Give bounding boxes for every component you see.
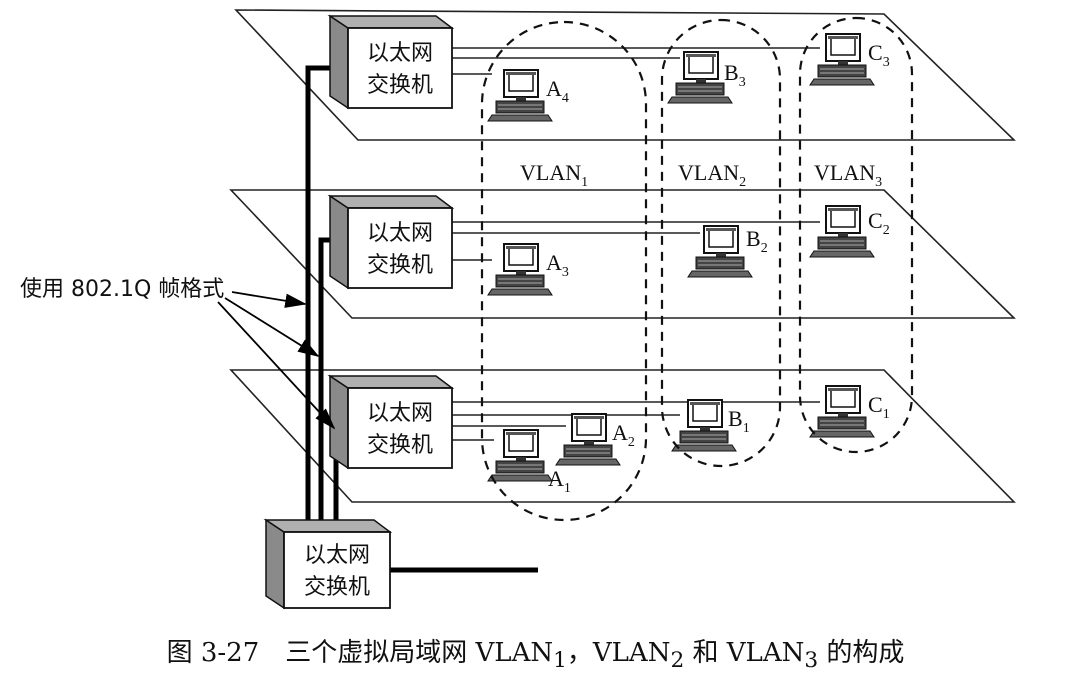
floor-middle-links bbox=[450, 221, 820, 261]
floor-bottom-links bbox=[450, 401, 820, 441]
host-c2: C2 bbox=[809, 205, 890, 258]
vlan3-outline bbox=[798, 16, 914, 454]
switch-label-line1: 以太网 bbox=[367, 221, 433, 246]
vlan-diagram: 以太网 交换机 以太网 交换机 以太网 交换机 以太网 交换机 A4 B3 C3… bbox=[20, 9, 1016, 610]
svg-text:C1: C1 bbox=[868, 392, 890, 422]
ethernet-switch-top: 以太网 交换机 bbox=[327, 14, 455, 110]
switch-label-line2: 交换机 bbox=[367, 73, 433, 98]
host-c3: C3 bbox=[809, 33, 890, 86]
host-b1: B1 bbox=[671, 399, 750, 452]
vlan1-outline bbox=[480, 20, 648, 522]
trunk-format-label: 使用 802.1Q 帧格式 bbox=[20, 277, 224, 302]
host-b2: B2 bbox=[687, 225, 768, 278]
host-b3: B3 bbox=[667, 51, 746, 104]
svg-text:C2: C2 bbox=[868, 208, 890, 238]
switch-label-line1: 以太网 bbox=[367, 41, 433, 66]
vlan2-outline bbox=[660, 18, 782, 468]
host-a2: A2 bbox=[555, 413, 635, 466]
svg-text:A2: A2 bbox=[612, 420, 635, 450]
trunk-arrows bbox=[217, 291, 336, 430]
switch-label-line2: 交换机 bbox=[367, 433, 433, 458]
switch-label-line2: 交换机 bbox=[304, 575, 370, 600]
ethernet-switch-core: 以太网 交换机 bbox=[263, 518, 393, 610]
host-a1: A1 bbox=[487, 429, 571, 496]
svg-text:B2: B2 bbox=[746, 226, 768, 256]
svg-text:A4: A4 bbox=[546, 76, 569, 106]
floor-top-links bbox=[450, 47, 820, 75]
ethernet-switch-bottom: 以太网 交换机 bbox=[327, 374, 455, 470]
host-a4: A4 bbox=[487, 69, 569, 122]
svg-text:A1: A1 bbox=[548, 466, 571, 496]
host-a3: A3 bbox=[487, 243, 569, 296]
vlan2-label: VLAN2 bbox=[678, 160, 746, 190]
switch-label-line1: 以太网 bbox=[304, 543, 370, 568]
svg-text:B1: B1 bbox=[728, 406, 750, 436]
ethernet-switch-middle: 以太网 交换机 bbox=[327, 194, 455, 290]
vlan3-label: VLAN3 bbox=[814, 160, 882, 190]
svg-text:A3: A3 bbox=[546, 250, 569, 280]
vlan1-label: VLAN1 bbox=[520, 160, 588, 190]
switch-label-line2: 交换机 bbox=[367, 253, 433, 278]
figure-caption: 图 3-27 三个虚拟局域网 VLAN1，VLAN2 和 VLAN3 的构成 bbox=[166, 638, 905, 674]
host-c1: C1 bbox=[809, 385, 890, 438]
svg-text:B3: B3 bbox=[724, 60, 746, 90]
svg-text:C3: C3 bbox=[868, 40, 890, 70]
switch-label-line1: 以太网 bbox=[367, 401, 433, 426]
